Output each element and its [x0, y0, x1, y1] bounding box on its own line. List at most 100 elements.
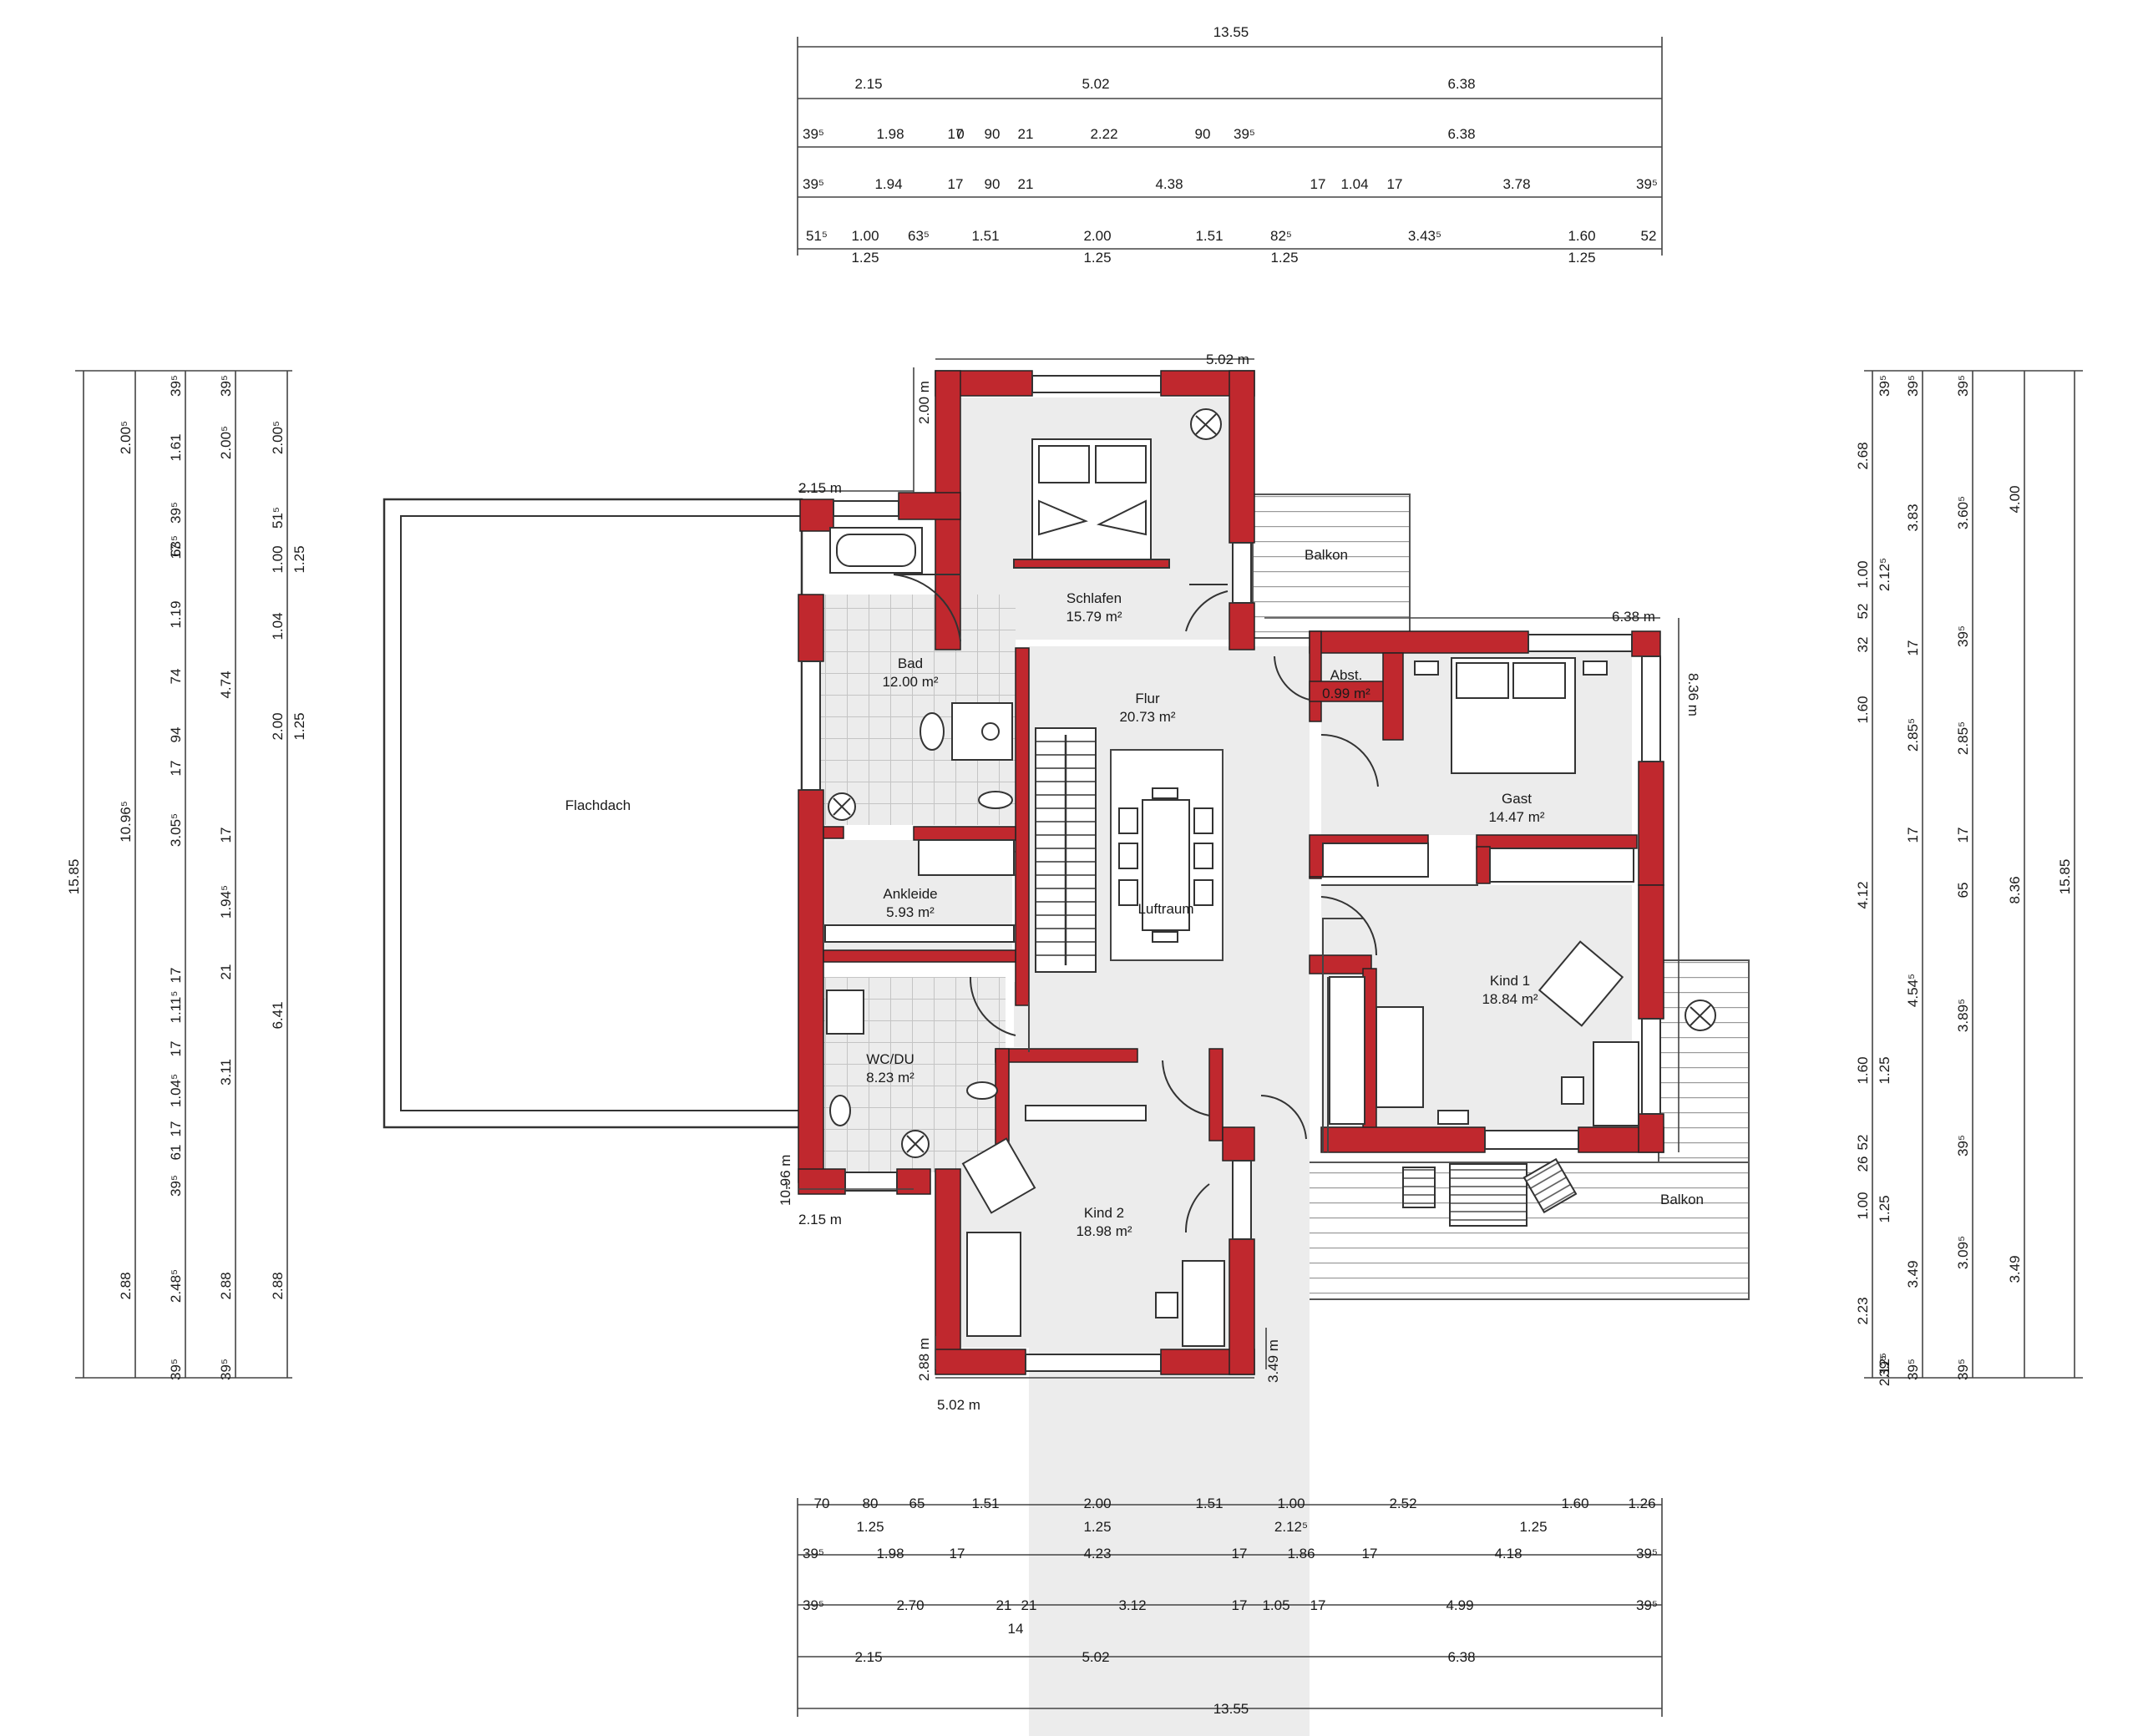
- dimension-label: 17: [1232, 1597, 1248, 1613]
- dimension-label: 1.00: [1855, 560, 1871, 588]
- dimension-label: 17: [1905, 640, 1921, 656]
- dimension-label: 39⁵: [218, 375, 234, 397]
- dimension-label: 94: [168, 727, 184, 743]
- dimension-label: 1.00: [270, 545, 286, 573]
- dimension-lines: [75, 37, 2083, 1717]
- room-name: Flur: [1135, 691, 1160, 706]
- dimension-label: 1.25: [1519, 1519, 1547, 1535]
- dimension-label: 90: [985, 126, 1001, 142]
- dimension-label: 39⁵: [1905, 375, 1921, 397]
- dimension-label: 1.11⁵: [168, 991, 184, 1024]
- dimension-label: 1.61: [168, 433, 184, 461]
- dimension-label: 15.85: [2057, 859, 2073, 895]
- dimension-label: 39⁵: [1877, 375, 1892, 397]
- flachdach-label: Flachdach: [565, 797, 631, 813]
- dimension-label: 90: [1195, 126, 1211, 142]
- dimension-label: 39⁵: [168, 1359, 184, 1380]
- dimension-label: 52: [1855, 1135, 1871, 1151]
- balkon-top-label: Balkon: [1305, 547, 1348, 563]
- dimension-label: 0: [956, 126, 964, 142]
- dimension-label: 1.25: [1877, 1195, 1892, 1222]
- dimension-label: 39⁵: [1955, 625, 1971, 647]
- dimension-label: 74: [168, 669, 184, 685]
- dimension-label: 1.60: [1855, 696, 1871, 723]
- luftraum-label: Luftraum: [1137, 901, 1193, 917]
- dimension-label: 39⁵: [1636, 1597, 1658, 1613]
- wall-length: 2.00 m: [916, 381, 932, 424]
- dimension-label: 1.25: [851, 250, 879, 266]
- dimension-label: 39⁵: [1955, 1359, 1971, 1380]
- dimension-label: 4.38: [1155, 176, 1183, 192]
- dimension-label: 39⁵: [1636, 1546, 1658, 1561]
- dimension-label: 82⁵: [1270, 228, 1292, 244]
- dimension-label: 39⁵: [803, 1597, 824, 1613]
- balkon-bottom-label: Balkon: [1660, 1192, 1704, 1207]
- dimension-label: 1.51: [971, 1496, 999, 1511]
- dimension-label: 17: [168, 1041, 184, 1057]
- windows: [801, 375, 1661, 1372]
- dimension-label: 6.38: [1447, 1649, 1475, 1665]
- dimension-label: 70: [814, 1496, 830, 1511]
- dimension-label: 2.00: [1083, 1496, 1111, 1511]
- dimension-label: 2.12⁵: [1877, 1353, 1892, 1386]
- wall-length: 5.02 m: [937, 1397, 980, 1413]
- dimension-label: 2.00: [1083, 228, 1111, 244]
- dimension-label: 39⁵: [1234, 126, 1255, 142]
- room-area: 18.84 m²: [1482, 991, 1538, 1007]
- dimension-label: 10.96⁵: [118, 801, 134, 843]
- dimension-label: 17: [168, 761, 184, 777]
- dimension-label: 1.51: [1195, 1496, 1223, 1511]
- dimension-label: 2.00: [270, 712, 286, 740]
- dimension-label: 1.25: [291, 712, 307, 740]
- dimension-label: 17: [1310, 1597, 1326, 1613]
- dimension-label: 52: [1855, 604, 1871, 620]
- flachdach-outline: [383, 498, 803, 1129]
- dimension-label: 4.18: [1494, 1546, 1522, 1561]
- dimension-label: 1.04⁵: [168, 1074, 184, 1107]
- dimension-label: 3.05⁵: [168, 813, 184, 847]
- dimension-label: 63⁵: [908, 228, 930, 244]
- dimension-label: 39⁵: [1955, 375, 1971, 397]
- dimension-label: 39⁵: [803, 176, 824, 192]
- dimension-label: 17: [1955, 828, 1971, 843]
- dimension-label: 65: [1955, 883, 1971, 898]
- room-area: 5.93 m²: [886, 904, 935, 920]
- dimension-label: 2.85⁵: [1905, 718, 1921, 752]
- dimension-label: 21: [1018, 126, 1034, 142]
- dimension-label: 3.43⁵: [1408, 228, 1441, 244]
- dimension-label: 21: [1021, 1597, 1037, 1613]
- dimension-label: 1.25: [1568, 250, 1595, 266]
- room-name: WC/DU: [866, 1051, 914, 1067]
- room-area: 8.23 m²: [866, 1070, 914, 1086]
- dimension-label: 39⁵: [168, 502, 184, 524]
- dimension-label: 2.68: [1855, 442, 1871, 469]
- dimension-label: 3.49: [1905, 1260, 1921, 1288]
- dimension-label: 5.02: [1082, 1649, 1109, 1665]
- wall-length: 6.38 m: [1612, 609, 1655, 625]
- dimension-label: 1.98: [876, 1546, 904, 1561]
- dimension-label: 90: [985, 176, 1001, 192]
- doors: [893, 574, 1379, 1233]
- dimension-label: 2.00⁵: [218, 426, 234, 459]
- dimension-label: 4.23: [1083, 1546, 1111, 1561]
- wall-length: 10.96 m: [778, 1155, 793, 1206]
- dimension-label: 32: [1855, 637, 1871, 653]
- dimension-label: 8.36: [2007, 876, 2023, 903]
- dimension-label: 17: [168, 544, 184, 559]
- dimension-label: 1.04: [270, 612, 286, 640]
- dimension-label: 1.19: [168, 600, 184, 628]
- dimension-label: 14: [1008, 1621, 1024, 1637]
- room-area: 14.47 m²: [1488, 809, 1544, 825]
- dimension-label: 2.48⁵: [168, 1269, 184, 1303]
- dimension-label: 17: [1310, 176, 1326, 192]
- dimension-label: 21: [1018, 176, 1034, 192]
- dimension-label: 17: [168, 1121, 184, 1137]
- dimension-label: 1.25: [291, 545, 307, 573]
- dimension-label: 1.04: [1340, 176, 1368, 192]
- dimension-label: 3.11: [218, 1059, 234, 1086]
- dimension-label: 3.78: [1502, 176, 1530, 192]
- room-name: Kind 2: [1084, 1205, 1124, 1221]
- dimension-label: 1.25: [1083, 1519, 1111, 1535]
